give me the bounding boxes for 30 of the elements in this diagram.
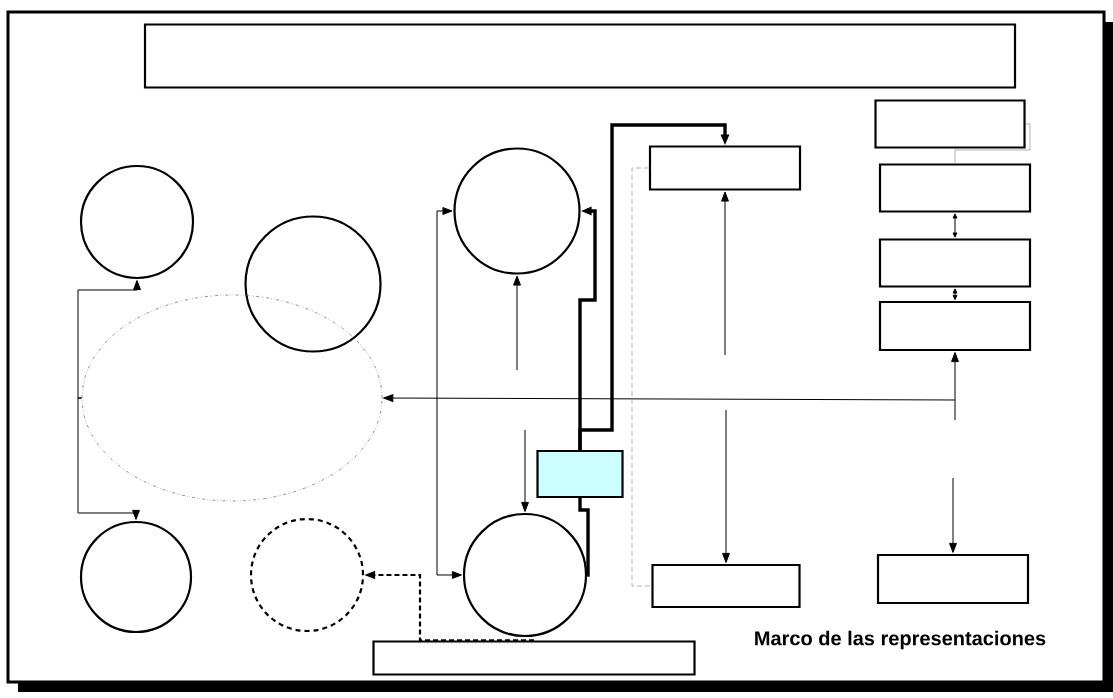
arrow xyxy=(77,280,141,399)
arrow xyxy=(722,409,730,563)
process-box xyxy=(878,163,1032,213)
process-circle xyxy=(79,520,193,634)
arrow xyxy=(383,394,956,402)
process-box xyxy=(372,640,696,676)
process-box xyxy=(651,563,801,609)
arrow xyxy=(951,352,959,421)
process-circle xyxy=(453,147,581,275)
process-box xyxy=(878,238,1032,288)
highlight-box xyxy=(536,449,624,499)
process-box xyxy=(648,145,802,191)
arrow xyxy=(436,207,462,579)
process-circle xyxy=(244,215,382,353)
arrow xyxy=(952,213,958,238)
arrow xyxy=(513,275,521,371)
process-oval xyxy=(81,294,383,502)
process-circle xyxy=(462,512,588,638)
process-box xyxy=(143,23,1017,89)
process-box xyxy=(878,300,1032,352)
arrow xyxy=(949,477,957,553)
process-circle xyxy=(79,164,195,280)
arrow xyxy=(77,397,140,520)
caption-text: Marco de las representaciones xyxy=(755,630,1046,650)
arrow xyxy=(952,288,958,301)
process-box xyxy=(876,553,1030,605)
dashed-circle xyxy=(249,517,365,633)
process-box xyxy=(874,99,1026,149)
arrow xyxy=(521,429,529,512)
arrow xyxy=(721,191,729,356)
